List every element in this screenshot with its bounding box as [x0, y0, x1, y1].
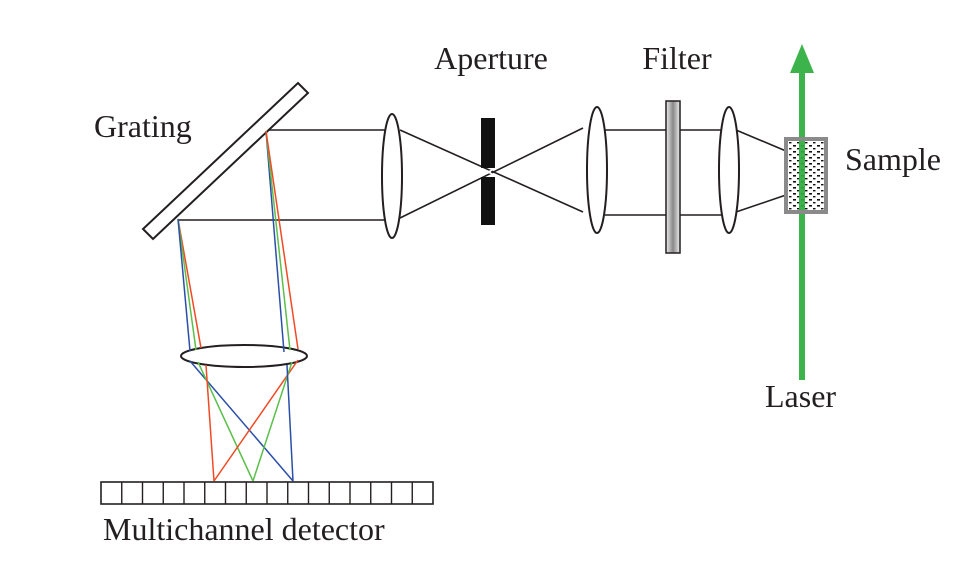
label-aperture: Aperture	[434, 40, 548, 76]
lens-focusing	[180, 344, 308, 368]
filter	[665, 100, 681, 254]
multichannel-detector	[100, 481, 434, 505]
lens-aperture	[586, 106, 608, 234]
dispersed-rays	[177, 130, 299, 482]
aperture	[477, 118, 499, 225]
label-filter: Filter	[642, 40, 712, 76]
label-grating: Grating	[94, 108, 192, 144]
label-laser: Laser	[765, 378, 836, 414]
label-detector: Multichannel detector	[103, 511, 385, 547]
lens-sample	[718, 106, 740, 234]
label-sample: Sample	[845, 141, 941, 177]
sample	[784, 137, 828, 214]
grating	[141, 81, 310, 241]
laser-beam	[790, 44, 814, 380]
lens-collector	[381, 113, 403, 239]
